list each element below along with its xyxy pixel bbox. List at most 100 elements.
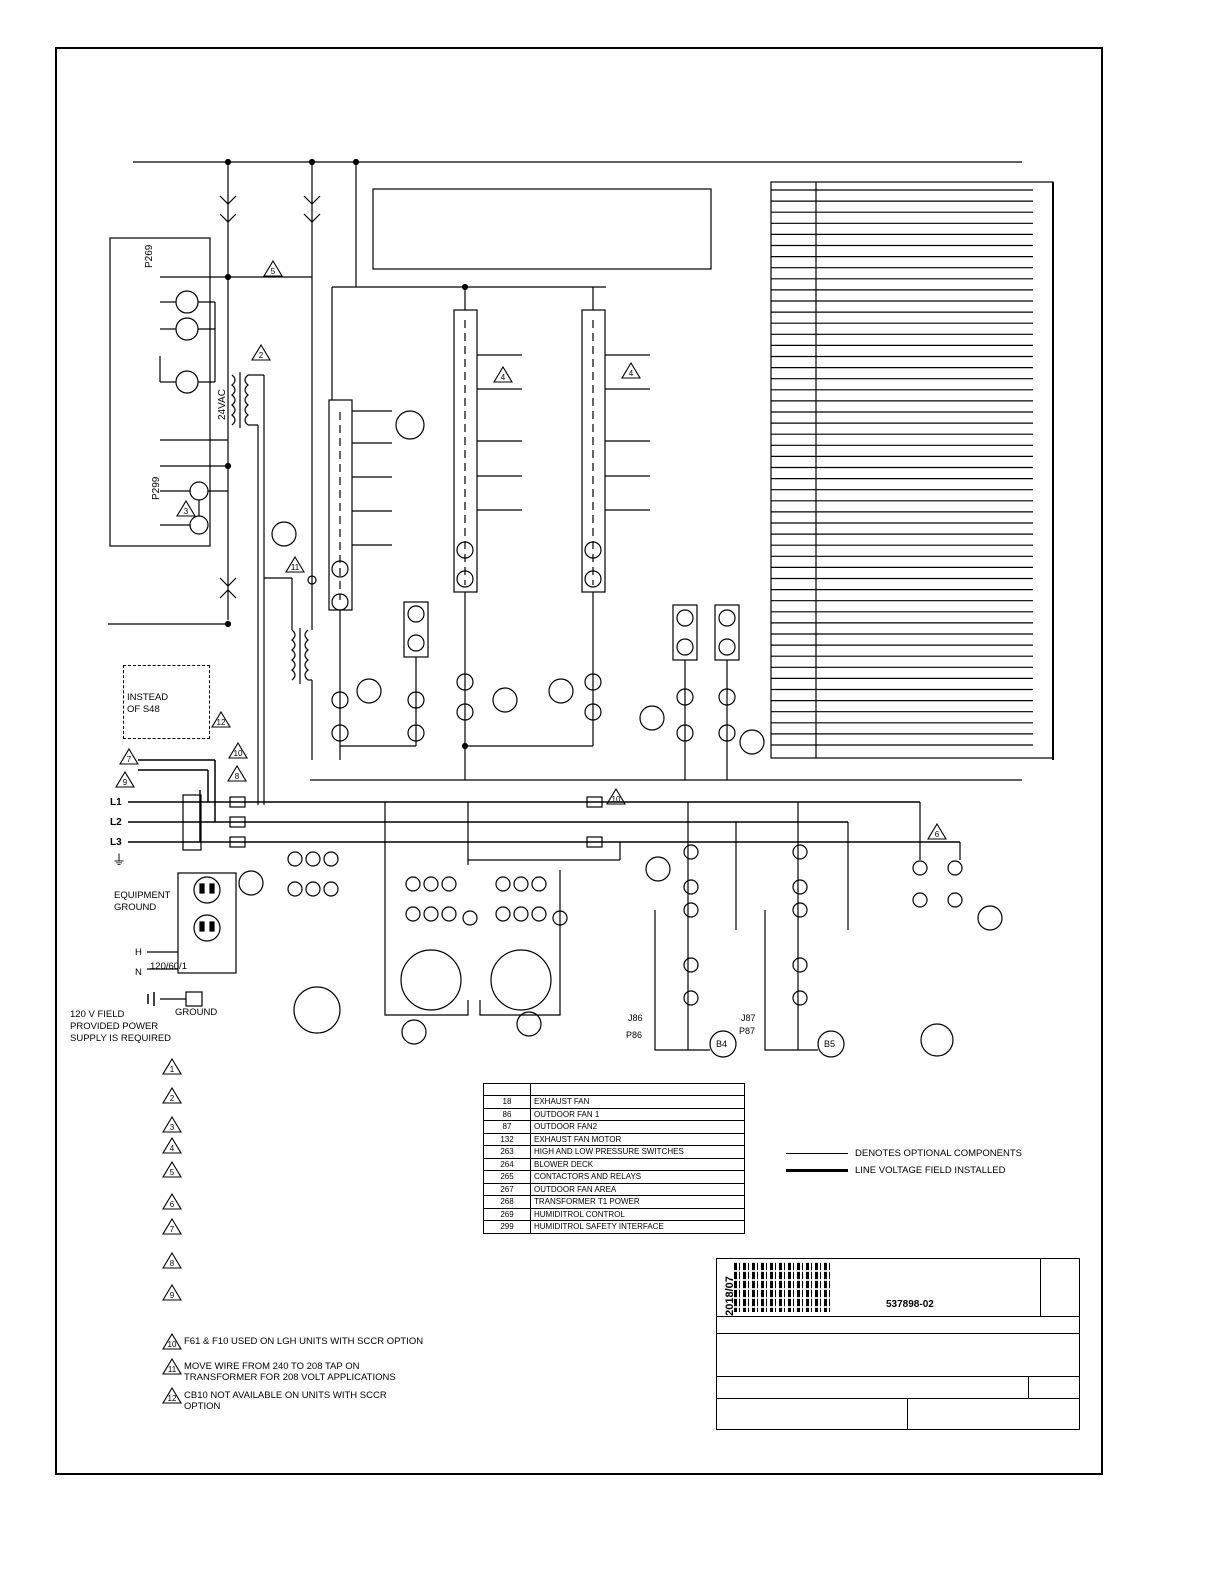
note-marker-9: 9 xyxy=(162,1283,182,1306)
svg-text:2: 2 xyxy=(259,351,264,360)
optional-components-line xyxy=(786,1153,848,1154)
note-text-11-line2: TRANSFORMER FOR 208 VOLT APPLICATIONS xyxy=(184,1372,396,1383)
note-marker-10: 10 xyxy=(162,1332,182,1355)
note-marker-8: 8 xyxy=(162,1251,182,1274)
svg-text:10: 10 xyxy=(612,795,621,804)
of-s48-label: OF S48 xyxy=(127,704,160,715)
terminal-symbol xyxy=(683,902,699,918)
date-code: 2018/07 xyxy=(723,1276,736,1316)
svg-text:10: 10 xyxy=(168,1340,177,1349)
warning-marker-m7: 7 xyxy=(119,747,139,770)
warning-marker-m10b: 10 xyxy=(606,787,626,810)
svg-text:4: 4 xyxy=(629,369,634,378)
b4-label: B4 xyxy=(716,1039,728,1049)
title-box xyxy=(372,188,712,270)
terminal-symbol xyxy=(287,851,303,867)
svg-text:8: 8 xyxy=(235,772,240,781)
p299-label: P299 xyxy=(151,476,162,500)
legend-optional-text: DENOTES OPTIONAL COMPONENTS xyxy=(855,1148,1022,1159)
note-marker-11: 11 xyxy=(162,1357,182,1380)
l1-label: L1 xyxy=(110,797,122,808)
note-text-12-line2: OPTION xyxy=(184,1401,221,1412)
terminal-symbol xyxy=(792,990,808,1006)
p86-label: P86 xyxy=(626,1030,643,1040)
note-marker-6: 6 xyxy=(162,1192,182,1215)
field-supply-label-1: 120 V FIELD xyxy=(70,1009,125,1020)
terminal-symbol xyxy=(792,902,808,918)
legend-line-voltage-text: LINE VOLTAGE FIELD INSTALLED xyxy=(855,1165,1006,1176)
terminal-symbol xyxy=(683,879,699,895)
terminal-symbol xyxy=(323,881,339,897)
terminal-symbol xyxy=(792,957,808,973)
warning-marker-m10a: 10 xyxy=(228,741,248,764)
svg-text:12: 12 xyxy=(168,1394,177,1403)
key-table-header xyxy=(483,1083,745,1096)
instead-label: INSTEAD xyxy=(127,692,169,703)
warning-marker-m9: 9 xyxy=(115,770,135,793)
p269-label: P269 xyxy=(144,244,155,268)
terminal-symbol xyxy=(531,876,547,892)
terminal-symbol xyxy=(441,876,457,892)
note-marker-5: 5 xyxy=(162,1160,182,1183)
svg-text:3: 3 xyxy=(184,507,189,516)
terminal-symbol xyxy=(323,851,339,867)
vac24-label: 24VAC xyxy=(217,389,228,420)
j87-label: J87 xyxy=(741,1013,756,1023)
note-text-12: CB10 NOT AVAILABLE ON UNITS WITH SCCR xyxy=(184,1390,387,1401)
terminal-symbol xyxy=(405,876,421,892)
component-list-rows xyxy=(771,189,1033,746)
terminal-symbol xyxy=(423,876,439,892)
svg-text:4: 4 xyxy=(170,1144,175,1153)
svg-text:12: 12 xyxy=(217,718,226,727)
neutral-label: N xyxy=(135,967,142,978)
note-marker-4: 4 xyxy=(162,1136,182,1159)
terminal-symbol xyxy=(423,906,439,922)
terminal-symbol xyxy=(947,860,963,876)
warning-marker-m4a: 4 xyxy=(493,365,513,388)
l3-label: L3 xyxy=(110,837,122,848)
equipment-ground-label-1: EQUIPMENT xyxy=(114,890,171,901)
svg-text:4: 4 xyxy=(501,373,506,382)
terminal-symbol xyxy=(513,906,529,922)
drawing-frame xyxy=(55,47,1103,1475)
line-voltage-field-line xyxy=(786,1169,848,1172)
j86-label: J86 xyxy=(628,1013,643,1023)
warning-marker-m11: 11 xyxy=(285,555,305,578)
terminal-symbol xyxy=(683,957,699,973)
terminal-symbol xyxy=(912,860,928,876)
component-list-table xyxy=(770,181,1054,760)
svg-text:11: 11 xyxy=(168,1365,177,1374)
terminal-symbol xyxy=(513,876,529,892)
warning-marker-m5: 5 xyxy=(263,259,283,282)
warning-marker-m8: 8 xyxy=(227,764,247,787)
svg-text:11: 11 xyxy=(291,563,300,572)
svg-text:10: 10 xyxy=(234,749,243,758)
terminal-symbol xyxy=(287,881,303,897)
note-marker-3: 3 xyxy=(162,1115,182,1138)
svg-text:1: 1 xyxy=(170,1065,175,1074)
field-supply-label-2: PROVIDED POWER xyxy=(70,1021,159,1032)
warning-marker-m2: 2 xyxy=(251,343,271,366)
field-supply-label-3: SUPPLY IS REQUIRED xyxy=(70,1033,172,1044)
terminal-symbol xyxy=(792,844,808,860)
humiditrol-control-box xyxy=(109,237,211,547)
note-marker-1: 1 xyxy=(162,1057,182,1080)
hot-label: H xyxy=(135,947,142,958)
terminal-symbol xyxy=(462,910,478,926)
terminal-symbol xyxy=(305,881,321,897)
terminal-symbol xyxy=(441,906,457,922)
part-number: 537898-02 xyxy=(886,1299,934,1310)
warning-marker-m4b: 4 xyxy=(621,361,641,384)
svg-text:6: 6 xyxy=(935,830,940,839)
terminal-symbol xyxy=(947,892,963,908)
terminal-symbol xyxy=(792,879,808,895)
p87-label: P87 xyxy=(739,1026,756,1036)
ground-label: GROUND xyxy=(175,1007,218,1018)
